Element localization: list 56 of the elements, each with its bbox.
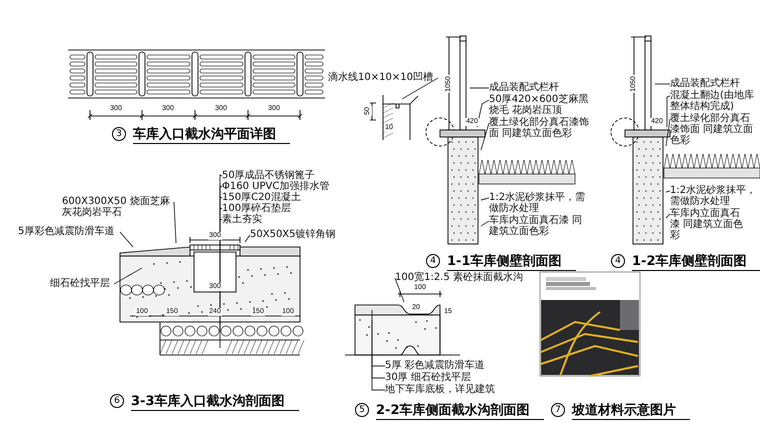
leader-line: [394, 278, 404, 302]
callout-text: 滴水线10×10×10凹槽: [328, 72, 438, 83]
leader-line: [372, 320, 386, 378]
trench-section-drawing: [120, 236, 304, 356]
leader-line: [666, 96, 670, 128]
leader-line: [372, 310, 386, 366]
gutter-section-drawing: [344, 290, 460, 356]
callout-text: 30厚 细石砼找平层: [385, 372, 505, 383]
leader-line: [666, 214, 670, 218]
callout-text: 车库内立面真石漆 同建筑立面色彩: [670, 208, 746, 241]
callout-text: 50厚420×600芝麻黑烧毛 花岗岩压顶: [489, 94, 589, 116]
view-number-circle: 5: [355, 403, 369, 417]
leader-line: [174, 202, 176, 244]
leader-line: [480, 198, 490, 200]
leader-line: [666, 118, 670, 146]
callout-text: 细石砼找平层: [50, 278, 114, 289]
view-number-circle: 4: [426, 254, 440, 268]
callout-text: 覆土绿化部分真石漆饰面 同建筑立面色彩: [670, 113, 758, 146]
view-title: 2-2车库侧面截水沟剖面图: [376, 403, 544, 420]
callout-text: 车库内立面真石漆 同建筑立面色彩: [489, 215, 589, 237]
callout-text: 素土夯实: [222, 214, 340, 225]
callout-text: 成品装配式栏杆: [489, 82, 589, 93]
callout-text: 1:2水泥砂浆抹平，需做防水处理: [489, 192, 589, 214]
callout-text: 成品装配式栏杆: [670, 78, 758, 89]
callout-text: 600X300X50 烧面芝麻灰花岗岩平石: [62, 196, 174, 218]
view-title: 1-1车库侧壁剖面图: [447, 254, 576, 271]
view-number-circle: 3: [112, 127, 126, 141]
leader-line: [402, 78, 438, 100]
leader-line: [244, 234, 250, 242]
leader-line: [480, 220, 490, 226]
view-title: 1-2车库侧壁剖面图: [632, 254, 760, 271]
view-number-circle: 7: [551, 403, 565, 417]
callout-text: 混凝土翻边(由地库整体结构完成): [670, 90, 758, 112]
wall-section-drawing: [610, 36, 670, 244]
callout-text: 5厚彩色减震防滑车道: [18, 226, 120, 237]
view-title: 坡道材料示意图片: [572, 403, 690, 420]
callout-text: 地下车库底板，详见建筑: [385, 384, 505, 395]
callout-text: 50X50X5镀锌角钢: [250, 229, 350, 240]
callout-text: 100厚碎石垫层: [222, 203, 340, 214]
view-number-circle: 4: [611, 254, 625, 268]
leader-line: [476, 100, 490, 128]
leader-line: [480, 122, 490, 150]
view-number-circle: 6: [110, 394, 124, 408]
callout-text: 50厚成品不锈钢篦子: [222, 170, 340, 181]
callout-text: 1:2水泥砂浆抹平，需做防水处理: [670, 185, 758, 207]
view-title: 车库入口截水沟平面详图: [133, 127, 290, 144]
leader-line: [372, 354, 386, 390]
callout-text: 100宽1:2.5 素砼抹面截水沟: [395, 272, 537, 283]
leader-line: [666, 190, 670, 192]
leader-line: [220, 218, 222, 348]
callout-text: Φ160 UPVC加强排水管: [222, 181, 340, 192]
callout-text: 150厚C20混凝土: [222, 192, 340, 203]
callout-text: 5厚 彩色减震防滑车道: [385, 360, 505, 371]
leader-line: [120, 232, 134, 248]
view-title: 3-3车库入口截水沟剖面图: [131, 394, 298, 411]
callout-text: 覆土绿化部分真石漆饰面 同建筑立面色彩: [489, 117, 589, 139]
